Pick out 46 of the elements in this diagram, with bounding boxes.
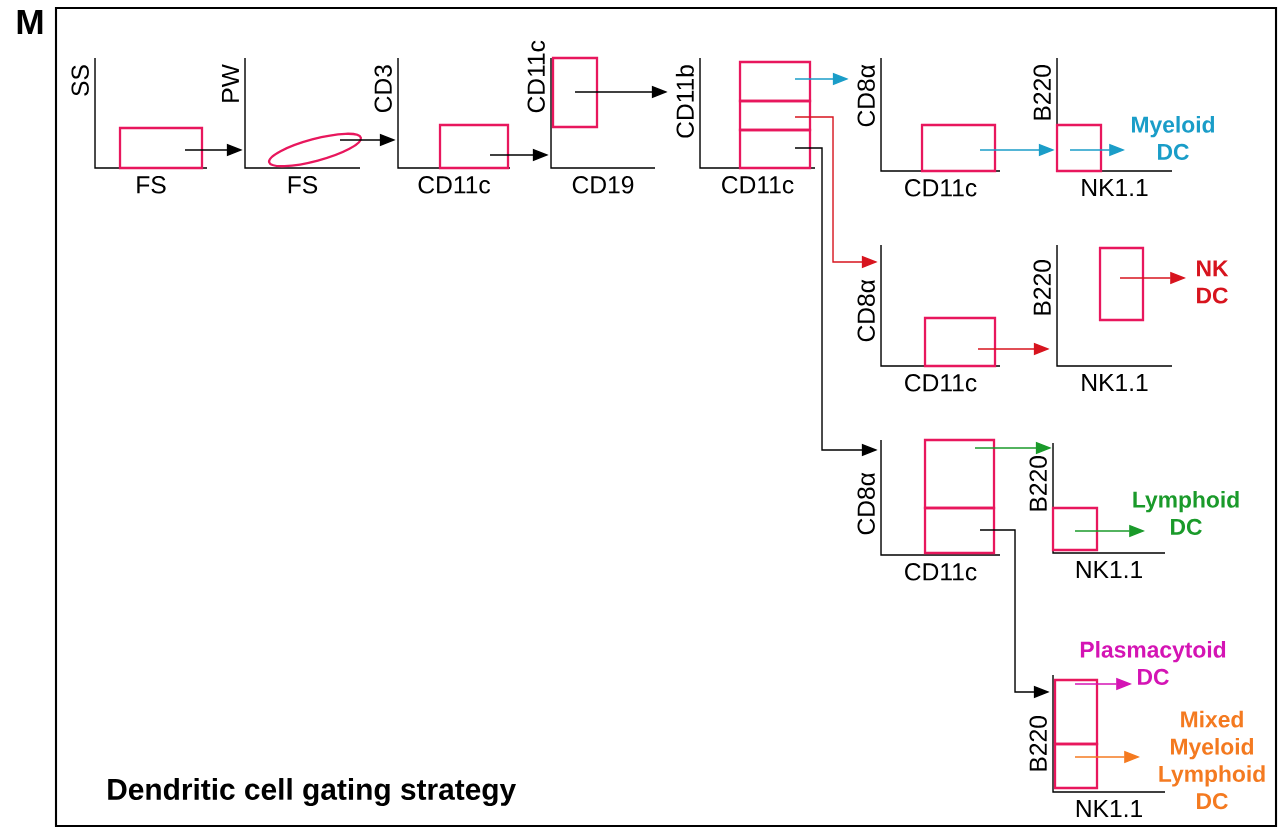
gate-box [551,56,599,129]
axis-label: NK1.1 [1082,374,1148,392]
axis-label: CD8α [857,279,875,342]
gate-box [118,126,204,170]
panel-letter: M [17,9,43,35]
axis-label: NK1.1 [1076,561,1142,579]
axis-label: PW [222,64,239,102]
axis-label: SS [71,65,89,96]
gate-box [738,99,812,132]
axis-label: CD19 [572,176,634,194]
axis-label: NK1.1 [1082,179,1148,197]
axis-label: CD11c [722,176,794,194]
axis-label: CD11c [905,374,977,392]
gate-box [1053,742,1099,790]
population-label: Myeloid DC [1132,116,1215,160]
axis-label: CD8α [857,64,875,127]
gate-box [1055,123,1103,173]
axis-label: NK1.1 [1076,800,1142,818]
axis-label: CD11c [905,179,977,197]
axis-label: B220 [1033,65,1051,120]
population-label: Lymphoid DC [1133,491,1239,535]
population-label: Plasmacytoid DC [1080,641,1226,685]
gate-box [1051,506,1099,552]
gate-box [1053,678,1099,746]
gate-box [923,438,996,510]
population-label: NK DC [1197,260,1229,304]
axis-label: CD11c [905,563,977,581]
gate-box [1098,246,1145,322]
axis-label: CD3 [374,65,392,113]
gate-box [738,128,812,170]
gate-box [923,316,997,368]
axis-label: CD11c [418,176,491,194]
axis-label: B220 [1029,716,1047,771]
gate-box [738,60,812,103]
gate-box [923,506,996,555]
axis-label: FS [288,176,318,194]
axis-label: CD11c [527,40,545,113]
axis-label: CD11b [675,65,694,138]
gate-box [920,123,997,173]
axis-label: CD8α [857,472,875,535]
gate-box [438,123,510,170]
population-label: Mixed Myeloid Lymphoid DC [1159,710,1265,810]
diagram-title: Dendritic cell gating strategy [108,778,516,806]
axis-label: B220 [1033,260,1051,315]
axis-label: B220 [1029,456,1047,511]
axis-label: FS [137,176,166,194]
